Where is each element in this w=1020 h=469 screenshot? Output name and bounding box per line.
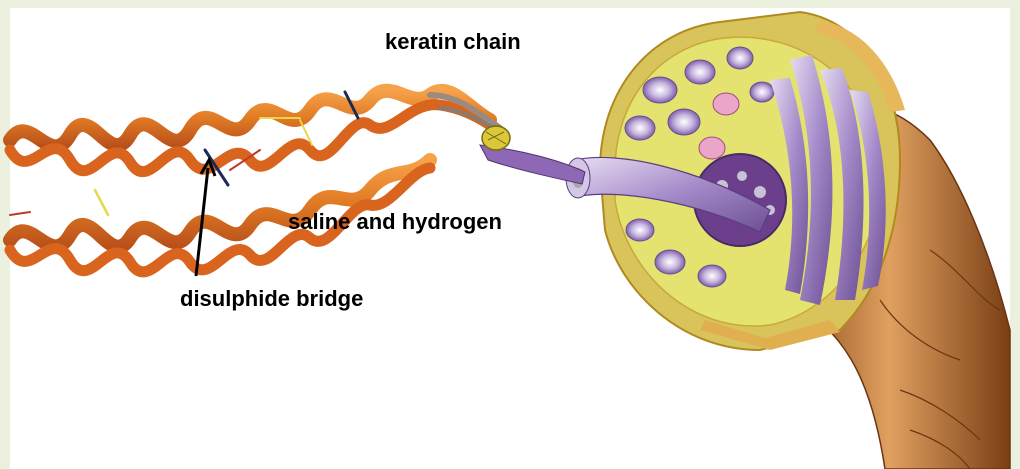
keratin-chain-label: keratin chain <box>385 31 521 53</box>
keratin-helix <box>10 91 500 272</box>
disulphide-bridge-label: disulphide bridge <box>180 288 363 310</box>
keratin-rope-end <box>482 126 510 150</box>
saline-hydrogen-label: saline and hydrogen <box>288 211 502 233</box>
